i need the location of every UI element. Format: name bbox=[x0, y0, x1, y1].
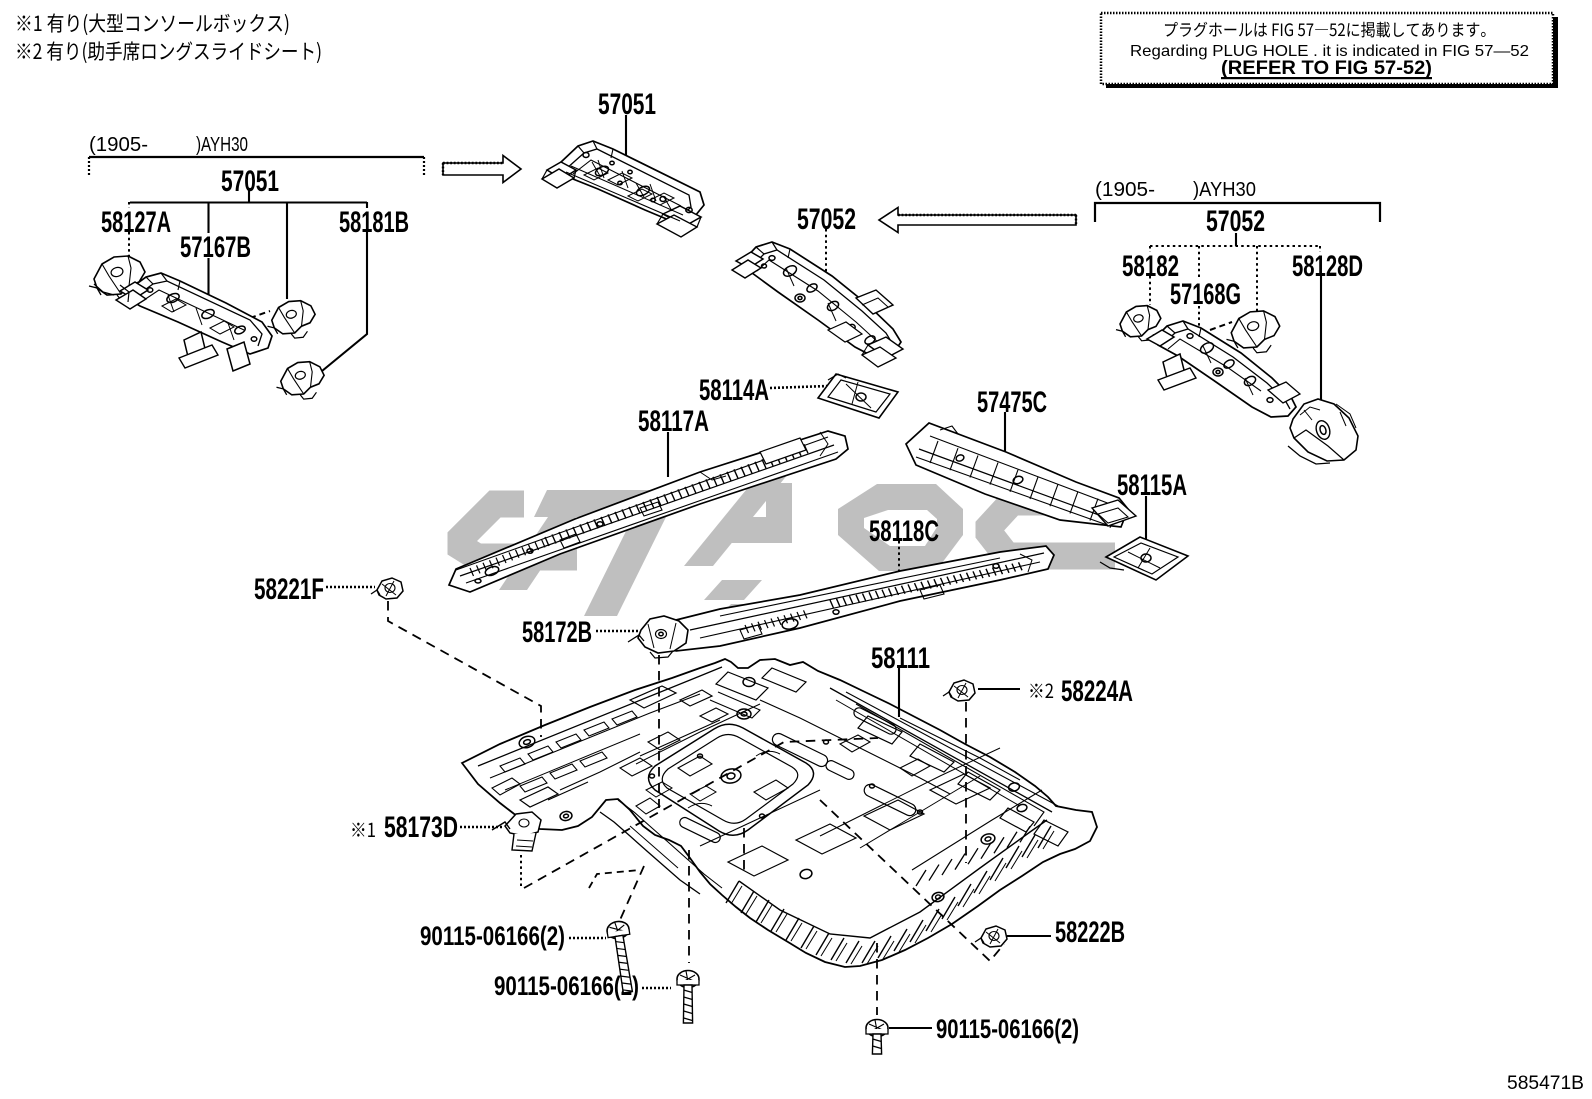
svg-text:57167B: 57167B bbox=[180, 231, 251, 264]
svg-text:90115-06166(2): 90115-06166(2) bbox=[936, 1014, 1079, 1044]
svg-text:58221F: 58221F bbox=[254, 573, 324, 606]
svg-text:58224A: 58224A bbox=[1061, 675, 1133, 708]
svg-text:58115A: 58115A bbox=[1117, 469, 1187, 502]
svg-text:58222B: 58222B bbox=[1055, 916, 1125, 949]
svg-text:)AYH30: )AYH30 bbox=[1193, 179, 1256, 201]
svg-text:90115-06166(2): 90115-06166(2) bbox=[494, 971, 639, 1001]
svg-text:58114A: 58114A bbox=[699, 374, 769, 407]
svg-text:90115-06166(2): 90115-06166(2) bbox=[420, 921, 565, 951]
svg-text:58128D: 58128D bbox=[1292, 250, 1363, 283]
svg-text:58181B: 58181B bbox=[339, 206, 409, 239]
svg-text:57475C: 57475C bbox=[977, 386, 1047, 419]
svg-text:58173D: 58173D bbox=[384, 811, 458, 844]
svg-text:58127A: 58127A bbox=[101, 206, 171, 239]
svg-text:58118C: 58118C bbox=[869, 515, 939, 548]
svg-text:58172B: 58172B bbox=[522, 616, 592, 649]
svg-text:(REFER TO FIG 57-52): (REFER TO FIG 57-52) bbox=[1221, 58, 1432, 79]
svg-text:(1905-: (1905- bbox=[89, 134, 148, 156]
svg-text:Regarding PLUG HOLE . it is: Regarding PLUG HOLE . it is indicated in… bbox=[1130, 43, 1529, 60]
svg-text:58111: 58111 bbox=[871, 642, 930, 675]
svg-text:57168G: 57168G bbox=[1170, 278, 1241, 311]
svg-text:57052: 57052 bbox=[1206, 205, 1265, 238]
svg-text:58117A: 58117A bbox=[638, 405, 709, 438]
svg-text:585471B: 585471B bbox=[1507, 1073, 1584, 1094]
svg-text:(1905-: (1905- bbox=[1095, 179, 1155, 201]
svg-text:)AYH30: )AYH30 bbox=[196, 134, 248, 156]
